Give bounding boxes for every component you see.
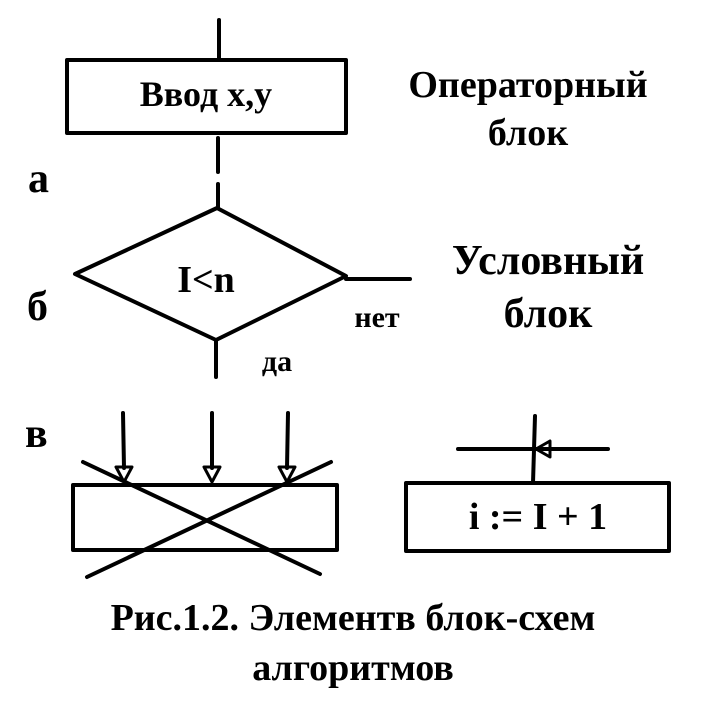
condition-caption-line2: блок: [504, 291, 594, 337]
merge-arrowhead-3: [277, 465, 297, 484]
merge-arrowhead-2: [202, 465, 222, 484]
merge-arrowhead-1: [114, 465, 134, 484]
operator-block-text: Ввод x,y: [140, 74, 272, 114]
figure-caption-line1: Рис.1.2. Элементв блок-схем: [111, 597, 596, 639]
condition-text: I<n: [177, 259, 235, 301]
section-letter-v: в: [25, 411, 48, 457]
merge-block-group: [71, 411, 339, 579]
operator-block: [65, 58, 348, 135]
condition-caption-line1: Условный: [452, 238, 644, 284]
section-letter-b: б: [27, 284, 48, 330]
no-branch-label: нет: [354, 301, 400, 334]
section-letter-a: а: [28, 156, 49, 202]
assignment-text: i := I + 1: [469, 496, 607, 538]
assignment-block: [404, 481, 671, 553]
merge-cross-line-2: [85, 460, 333, 579]
assignment-in-connector: [531, 414, 537, 485]
operator-caption-line1: Операторный: [408, 64, 647, 106]
merge-input-arrow-1: [121, 411, 126, 470]
merge-input-arrow-3: [285, 411, 290, 470]
figure-caption-line2: алгоритмов: [252, 647, 454, 689]
yes-branch-label: да: [262, 345, 292, 378]
assignment-arrowhead: [534, 439, 552, 459]
assignment-block-group: i := I + 1: [404, 414, 671, 553]
operator-caption-line2: блок: [488, 112, 568, 154]
operator-block-group: Ввод x,y: [65, 18, 348, 210]
condition-block-group: I<n нет да: [73, 206, 412, 379]
merge-block: [71, 483, 339, 552]
